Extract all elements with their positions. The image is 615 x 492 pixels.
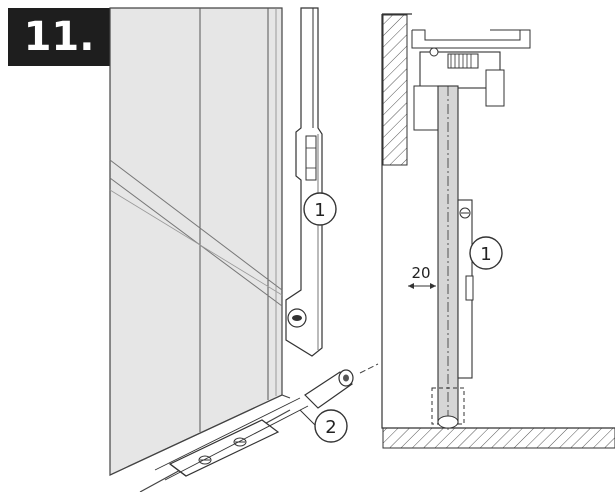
top-wall-hatch — [382, 14, 408, 166]
spacer-part — [299, 363, 379, 427]
bottom-floor-hatch — [382, 427, 615, 449]
callout-2-label: 2 — [325, 417, 336, 438]
callout-1-right: 1 — [469, 236, 503, 270]
callout-1-left: 1 — [303, 192, 337, 226]
top-rail — [411, 29, 531, 131]
step-number-badge: 11. — [8, 8, 110, 66]
section-view: 1 20 — [381, 13, 615, 449]
callout-2: 2 — [314, 409, 348, 443]
callout-1-right-label: 1 — [480, 244, 491, 265]
step-number: 11. — [23, 14, 95, 60]
floor-guide-track — [154, 397, 309, 481]
callout-1-left-label: 1 — [314, 200, 325, 221]
dimension-gap-label: 20 — [411, 264, 430, 282]
door-profile — [431, 85, 465, 430]
perspective-door-view: 1 2 — [109, 7, 379, 492]
vertical-bracket-left — [285, 7, 323, 357]
dimension-gap: 20 — [408, 264, 436, 289]
vertical-bracket-right — [457, 199, 474, 379]
